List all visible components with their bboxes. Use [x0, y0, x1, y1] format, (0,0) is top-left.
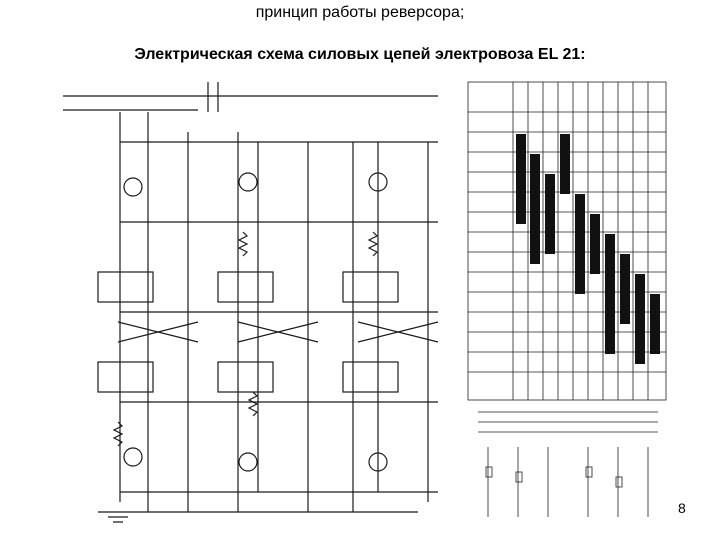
page-number: 8	[678, 500, 686, 516]
slide-subtitle: Электрическая схема силовых цепей электр…	[134, 46, 586, 63]
electrical-circuit-diagram	[63, 81, 667, 523]
slide-title: принцип работы реверсора;	[255, 4, 465, 21]
